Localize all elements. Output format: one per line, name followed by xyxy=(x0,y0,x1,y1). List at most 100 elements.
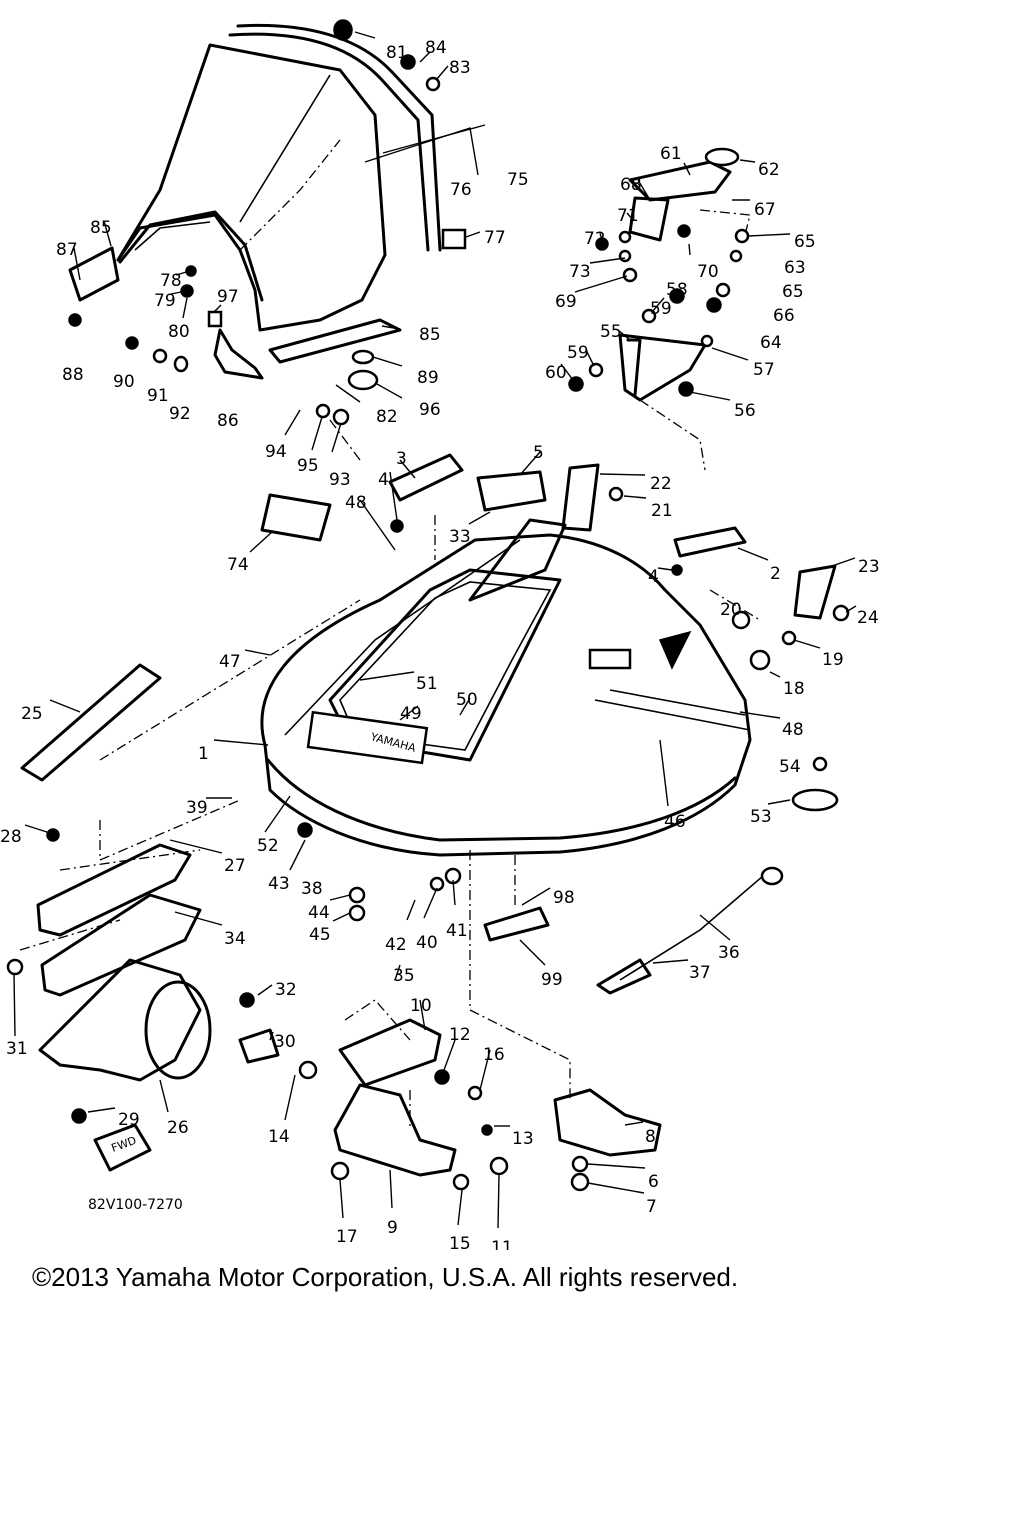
callout-53: 53 xyxy=(750,807,772,827)
callout-79: 79 xyxy=(154,291,176,311)
callout-17: 17 xyxy=(336,1227,358,1247)
callout-23: 23 xyxy=(858,557,880,577)
callout-43: 43 xyxy=(268,874,290,894)
callout-59b: 59 xyxy=(567,343,589,363)
callout-29: 29 xyxy=(118,1110,140,1130)
callout-47: 47 xyxy=(219,652,241,672)
callout-8: 8 xyxy=(645,1127,656,1147)
hardware-parts xyxy=(6,19,850,1192)
callout-48b: 48 xyxy=(782,720,804,740)
callout-81: 81 xyxy=(386,43,408,63)
callout-65b: 65 xyxy=(782,282,804,302)
callout-14: 14 xyxy=(268,1127,290,1147)
callout-61: 61 xyxy=(660,144,682,164)
callout-97: 97 xyxy=(217,287,239,307)
callout-30: 30 xyxy=(274,1032,296,1052)
trim-strip-part xyxy=(68,228,467,380)
callout-24: 24 xyxy=(857,608,879,628)
callout-86: 86 xyxy=(217,411,239,431)
callout-62: 62 xyxy=(758,160,780,180)
callout-39: 39 xyxy=(186,798,208,818)
callout-28: 28 xyxy=(0,827,22,847)
callout-82: 82 xyxy=(376,407,398,427)
copyright-notice: ©2013 Yamaha Motor Corporation, U.S.A. A… xyxy=(32,1262,739,1292)
callout-96: 96 xyxy=(419,400,441,420)
callout-59: 59 xyxy=(650,299,672,319)
hood-part xyxy=(260,518,752,857)
callout-38: 38 xyxy=(301,879,323,899)
callout-32: 32 xyxy=(275,980,297,1000)
callout-1: 1 xyxy=(198,744,209,764)
callout-60: 60 xyxy=(545,363,567,383)
callout-31: 31 xyxy=(6,1039,28,1059)
callout-12: 12 xyxy=(449,1025,471,1045)
callout-13: 13 xyxy=(512,1129,534,1149)
callout-56: 56 xyxy=(734,401,756,421)
callout-37: 37 xyxy=(689,963,711,983)
callout-35: 35 xyxy=(393,966,415,986)
callout-5: 5 xyxy=(533,443,544,463)
callout-41: 41 xyxy=(446,921,468,941)
callout-64: 64 xyxy=(760,333,782,353)
callout-73: 73 xyxy=(569,262,591,282)
vent-grilles xyxy=(20,453,837,782)
callout-25: 25 xyxy=(21,704,43,724)
callout-4b: 4 xyxy=(648,567,659,587)
callout-66: 66 xyxy=(773,306,795,326)
callout-74: 74 xyxy=(227,555,249,575)
callout-4: 4 xyxy=(378,470,389,490)
callout-87: 87 xyxy=(56,240,78,260)
callout-3: 3 xyxy=(396,449,407,469)
callout-36: 36 xyxy=(718,943,740,963)
callout-76: 76 xyxy=(450,180,472,200)
callout-71: 71 xyxy=(617,206,639,226)
callout-22: 22 xyxy=(650,474,672,494)
callout-50: 50 xyxy=(456,690,478,710)
lower-housings xyxy=(36,843,212,1172)
callout-27: 27 xyxy=(224,856,246,876)
callout-69: 69 xyxy=(555,292,577,312)
callout-72: 72 xyxy=(584,229,606,249)
callout-34: 34 xyxy=(224,929,246,949)
leader-lines xyxy=(13,31,857,1229)
callout-19: 19 xyxy=(822,650,844,670)
callout-49: 49 xyxy=(400,704,422,724)
callout-20: 20 xyxy=(720,600,742,620)
callout-52: 52 xyxy=(257,836,279,856)
callout-84: 84 xyxy=(425,38,447,58)
callout-40: 40 xyxy=(416,933,438,953)
callout-26: 26 xyxy=(167,1118,189,1138)
callout-6: 6 xyxy=(648,1172,659,1192)
callout-91: 91 xyxy=(147,386,169,406)
callout-80: 80 xyxy=(168,322,190,342)
callout-65: 65 xyxy=(794,232,816,252)
callout-98: 98 xyxy=(553,888,575,908)
callout-9: 9 xyxy=(387,1218,398,1238)
callout-45: 45 xyxy=(309,925,331,945)
callout-18: 18 xyxy=(783,679,805,699)
callout-77: 77 xyxy=(484,228,506,248)
callout-46: 46 xyxy=(664,812,686,832)
callout-67: 67 xyxy=(754,200,776,220)
callout-7: 7 xyxy=(646,1197,657,1217)
callout-33: 33 xyxy=(449,527,471,547)
callout-93: 93 xyxy=(329,470,351,490)
callout-75: 75 xyxy=(507,170,529,190)
callout-21: 21 xyxy=(651,501,673,521)
fwd-arrow-text: FWD xyxy=(110,1134,139,1155)
callout-78: 78 xyxy=(160,271,182,291)
callout-88: 88 xyxy=(62,365,84,385)
callout-99: 99 xyxy=(541,970,563,990)
drawing-code: 82V100-7270 xyxy=(88,1197,183,1213)
callout-57: 57 xyxy=(753,360,775,380)
callout-58: 58 xyxy=(666,280,688,300)
callout-55: 55 xyxy=(600,322,622,342)
bracket-assembly-part xyxy=(618,147,751,471)
callout-68: 68 xyxy=(620,175,642,195)
callout-83: 83 xyxy=(449,58,471,78)
callout-63: 63 xyxy=(784,258,806,278)
callout-2: 2 xyxy=(770,564,781,584)
callout-85b: 85 xyxy=(419,325,441,345)
callout-89: 89 xyxy=(417,368,439,388)
callout-90: 90 xyxy=(113,372,135,392)
